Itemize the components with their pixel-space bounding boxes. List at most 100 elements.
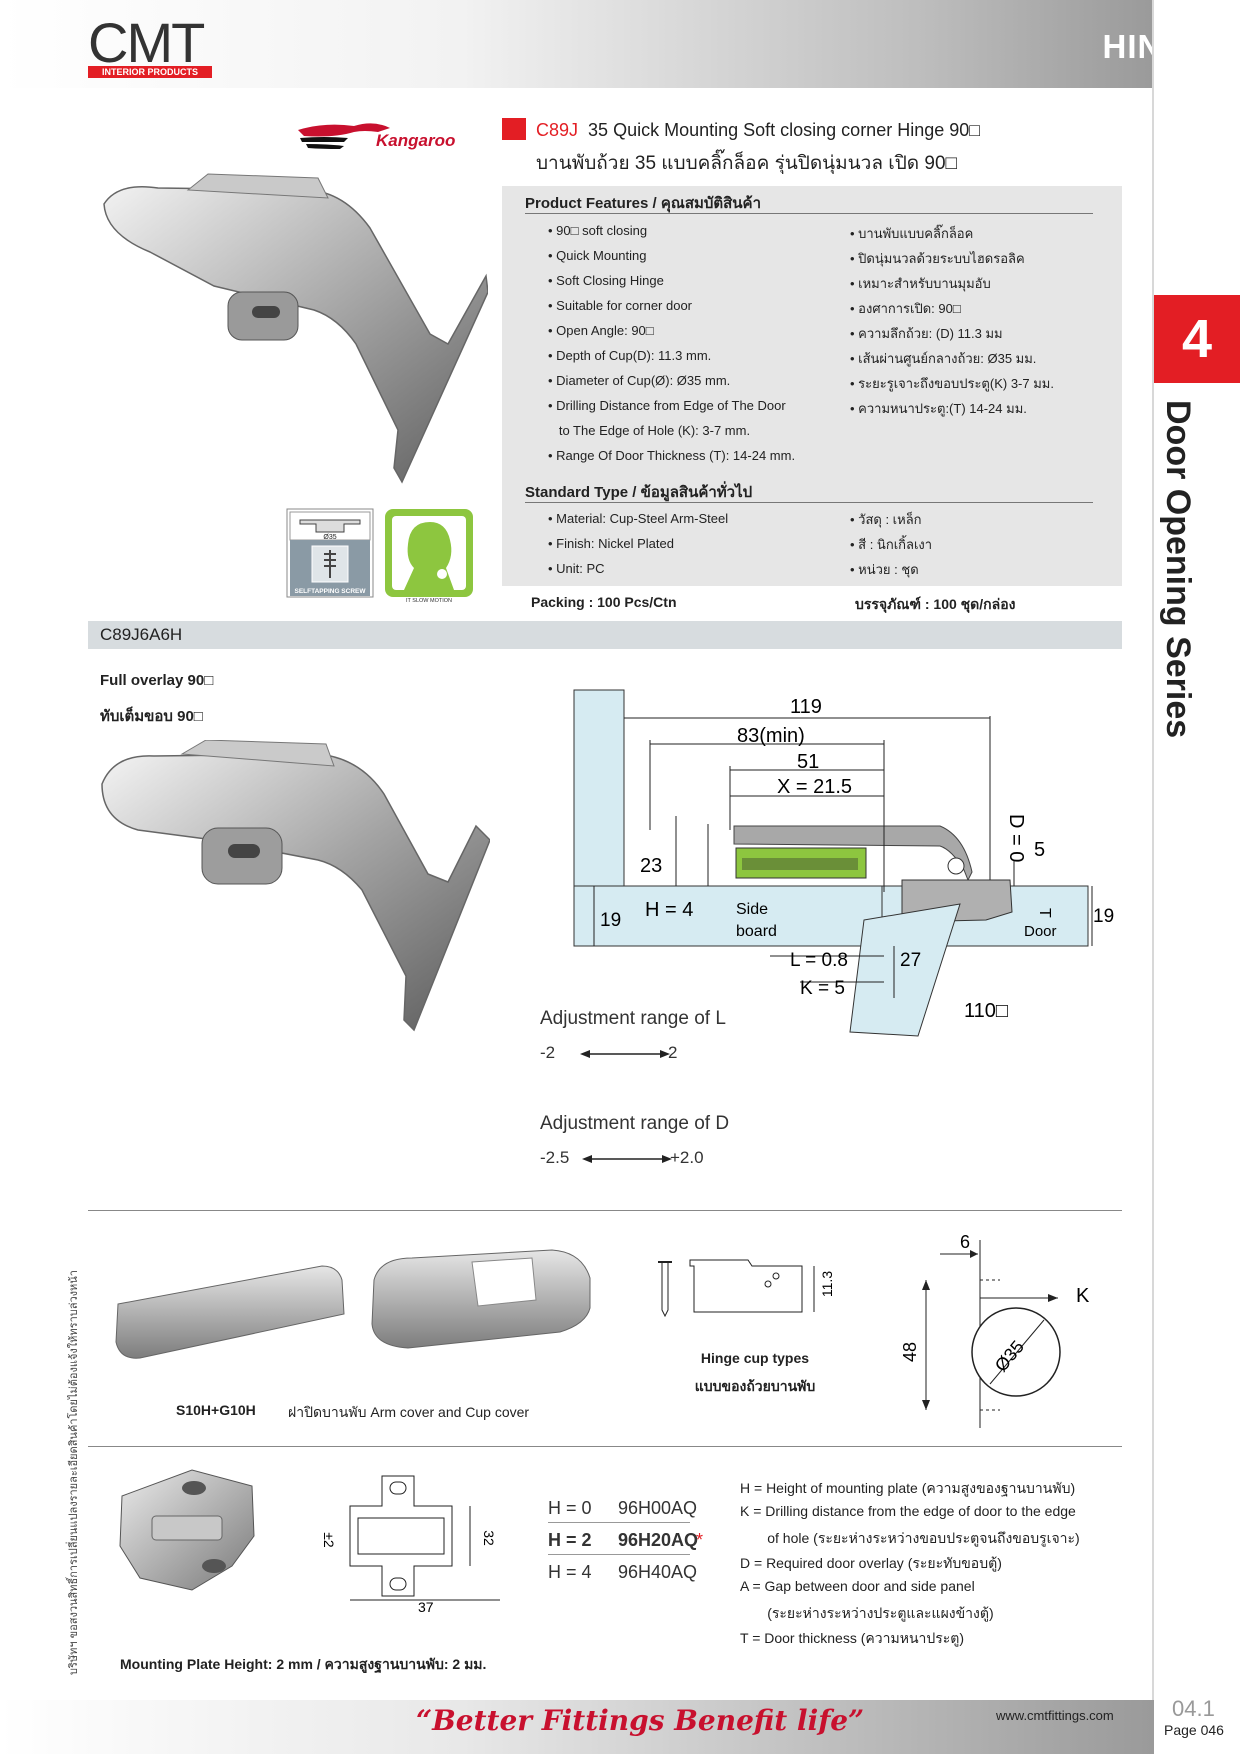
dim-k: K = 5 xyxy=(800,978,845,999)
installation-drawing: 119 83(min) 51 X = 21.5 23 19 H = 4 Side… xyxy=(573,689,1114,1037)
cup-screw-icon: Ø35 SELFTAPPING SCREW xyxy=(286,508,374,598)
overlay-en: Full overlay 90□ xyxy=(100,672,214,689)
adjust-l-max: 2 xyxy=(668,1043,678,1062)
feature-en: • Diameter of Cup(Ø): Ø35 mm. xyxy=(548,373,731,388)
legend-a: A = Gap between door and side panel xyxy=(740,1578,975,1594)
legal-notice: บริษัทฯ ขอสงวนสิทธิ์การเปลี่ยนแปลงรายละเ… xyxy=(68,1270,80,1675)
page-number: Page 046 xyxy=(1164,1722,1224,1738)
soft-close-label: IT SLOW MOTION xyxy=(406,598,452,604)
plate-row-rule xyxy=(548,1522,690,1523)
plate-dim-37: 37 xyxy=(418,1599,434,1615)
dim-5: 5 xyxy=(1034,839,1045,861)
section-divider xyxy=(88,1210,1122,1211)
legend-d: D = Required door overlay (ระยะทับขอบตู้… xyxy=(740,1555,1002,1571)
cup-caption-th: แบบของถ้วยบานพับ xyxy=(694,1378,816,1394)
plate-dim-32: 32 xyxy=(481,1530,497,1546)
standard-title: Standard Type / ข้อมูลสินค้าทั่วไป xyxy=(525,484,753,501)
feature-en: • Range Of Door Thickness (T): 14-24 mm. xyxy=(548,448,796,463)
plate-code-4: 96H40AQ xyxy=(618,1562,698,1582)
dim-51: 51 xyxy=(797,751,819,773)
feature-th: • บานพับแบบคลิ๊กล็อค xyxy=(850,226,974,241)
slogan: “Better Fittings Benefit life” xyxy=(416,1704,865,1737)
kangaroo-logo: Kangaroo xyxy=(298,123,455,150)
screw-label: SELFTAPPING SCREW xyxy=(294,588,366,595)
cup-caption-en: Hinge cup types xyxy=(700,1350,810,1366)
legend-k: K = Drilling distance from the edge of d… xyxy=(740,1503,1076,1519)
door-label: Door xyxy=(1024,923,1057,940)
side-divider xyxy=(1152,0,1154,1700)
legend-h: H = Height of mounting plate (ความสูงของ… xyxy=(740,1480,1076,1496)
feature-th: • องศาการเปิด: 90□ xyxy=(850,301,961,316)
series-title: Door Opening Series xyxy=(1159,400,1197,739)
cup-diameter-label: Ø35 xyxy=(323,534,336,541)
feature-en: • Drilling Distance from Edge of The Doo… xyxy=(548,398,786,413)
section-number: 04.1 xyxy=(1172,1696,1215,1721)
feature-en: • Soft Closing Hinge xyxy=(548,273,664,288)
dim-t: T xyxy=(1036,908,1053,918)
plate-caption: Mounting Plate Height: 2 mm / ความสูงฐาน… xyxy=(120,1656,487,1672)
dim-d0: D = 0 xyxy=(1005,814,1027,862)
mounting-plate-drawing: 32 ±2 37 xyxy=(321,1475,500,1615)
chapter-tab: 4 xyxy=(1154,295,1240,383)
standard-th: • หน่วย : ชุด xyxy=(850,562,919,577)
plate-height-0: H = 0 xyxy=(548,1498,592,1518)
section-divider xyxy=(88,1446,1122,1447)
board-label: board xyxy=(736,923,777,940)
side-label: Side xyxy=(736,901,768,918)
cover-code: S10H+G10H xyxy=(176,1402,256,1418)
dim-19-left: 19 xyxy=(600,910,621,931)
mounting-plate-photo xyxy=(119,1469,255,1591)
adjust-l-min: -2 xyxy=(540,1043,556,1062)
standard-en: • Finish: Nickel Plated xyxy=(548,536,674,551)
feature-th: • ระยะรูเจาะถึงขอบประตู(K) 3-7 มม. xyxy=(850,376,1054,391)
dim-x: X = 21.5 xyxy=(777,776,852,798)
cover-photos xyxy=(115,1249,591,1359)
drilling-pattern: 6 K 48 Ø35 xyxy=(900,1232,1090,1428)
adjust-d-arrow xyxy=(582,1155,672,1163)
cup-type-drawing: 11.3 xyxy=(658,1259,835,1318)
drill-dim-6: 6 xyxy=(960,1232,970,1252)
legend-a-cont: (ระยะห่างระหว่างประตูและแผงข้างตู้) xyxy=(740,1605,994,1621)
cmt-logo: CMT xyxy=(88,11,205,74)
dim-l: L = 0.8 xyxy=(790,950,848,971)
cover-desc: ฝาปิดบานพับ Arm cover and Cup cover xyxy=(288,1404,530,1420)
dim-83: 83(min) xyxy=(737,725,805,747)
adjust-l-title: Adjustment range of L xyxy=(540,1008,726,1029)
product-title-th: บานพับถ้วย 35 แบบคลิ๊กล็อค รุ่นปิดนุ่มนว… xyxy=(536,153,958,174)
brand-name: Kangaroo xyxy=(376,131,455,150)
adjust-d-title: Adjustment range of D xyxy=(540,1113,730,1134)
cup-depth-dim: 11.3 xyxy=(819,1271,835,1297)
product-code: C89J xyxy=(536,120,579,140)
drill-dim-48: 48 xyxy=(900,1342,920,1362)
dim-h: H = 4 xyxy=(645,899,693,921)
packing-en: Packing : 100 Pcs/Ctn xyxy=(531,594,677,610)
dim-19-right: 19 xyxy=(1093,906,1114,927)
dim-27: 27 xyxy=(900,950,921,971)
dim-119: 119 xyxy=(790,696,822,718)
packing-th: บรรจุภัณฑ์ : 100 ชุด/กล่อง xyxy=(855,596,1016,612)
standard-en: • Material: Cup-Steel Arm-Steel xyxy=(548,511,729,526)
plate-code-mark: * xyxy=(696,1530,704,1550)
dim-angle: 110□ xyxy=(964,1000,1008,1022)
plate-row-rule xyxy=(548,1554,690,1555)
dim-23: 23 xyxy=(640,855,662,877)
standard-th: • สี : นิกเกิ้ลเงา xyxy=(850,537,933,552)
hinge-photo-top xyxy=(103,173,488,484)
feature-th: • ปิดนุ่มนวลด้วยระบบไฮดรอลิค xyxy=(850,251,1025,266)
plate-code-2: 96H20AQ xyxy=(618,1530,699,1550)
page-footer xyxy=(0,1700,1154,1754)
standard-th: • วัสดุ : เหล็ก xyxy=(850,512,922,527)
website-link[interactable]: www.cmtfittings.com xyxy=(996,1708,1114,1723)
page-title: HINGE xyxy=(1102,28,1212,65)
overlay-th: ทับเต็มขอบ 90□ xyxy=(100,708,203,725)
feature-en: to The Edge of Hole (K): 3-7 mm. xyxy=(548,423,751,438)
plate-dim-2: ±2 xyxy=(321,1532,337,1548)
plate-height-2: H = 2 xyxy=(548,1530,592,1550)
feature-en: • 90□ soft closing xyxy=(548,223,648,238)
standard-rule xyxy=(525,502,1093,503)
product-title-en: C89J 35 Quick Mounting Soft closing corn… xyxy=(536,120,980,141)
feature-en: • Suitable for corner door xyxy=(548,298,693,313)
model-bar: C89J6A6H xyxy=(88,621,1122,649)
features-rule xyxy=(525,213,1093,214)
cmt-logo-subtitle: INTERIOR PRODUCTS xyxy=(88,66,212,78)
